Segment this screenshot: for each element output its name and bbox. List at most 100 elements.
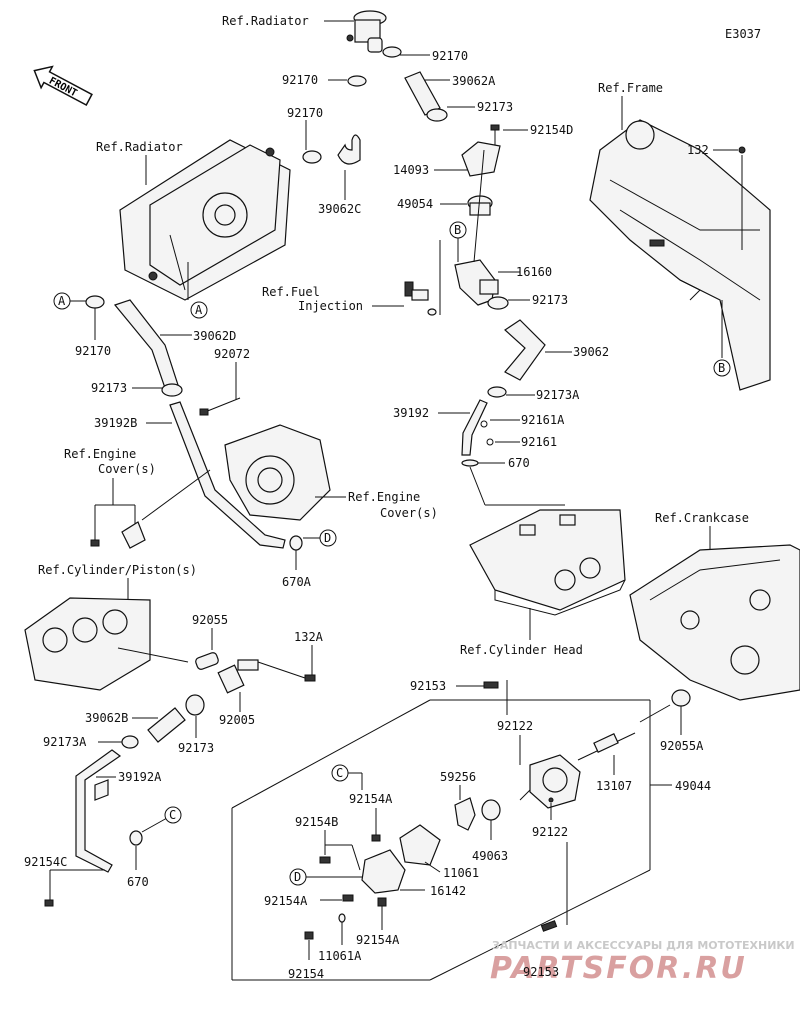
gasket-92055 — [195, 652, 219, 670]
bolt-92153-a — [483, 681, 499, 689]
label-92173-a: 92173 — [477, 100, 513, 114]
label-132: 132 — [687, 143, 709, 157]
connector-c-hose — [164, 806, 182, 824]
label-670A: 670A — [282, 575, 312, 589]
label-92154A-a: 92154A — [349, 792, 393, 806]
gasket-11061 — [399, 824, 441, 866]
water-pump-body — [529, 754, 581, 809]
shaft-13107 — [577, 732, 636, 761]
label-670: 670 — [508, 456, 530, 470]
clamp-92170-b — [347, 75, 367, 87]
crankcase — [629, 544, 800, 701]
ref-cylinder-head: Ref.Cylinder Head — [460, 643, 583, 657]
ref-engine-cover-left-1: Ref.Engine — [64, 447, 136, 461]
pump-cover-16142 — [361, 849, 406, 894]
ref-fuel-injection-2: Injection — [298, 299, 363, 313]
label-92170-b: 92170 — [282, 73, 318, 87]
washer-92161A — [480, 420, 488, 428]
clamp-92173A-b — [121, 735, 139, 749]
label-670-b: 670 — [127, 875, 149, 889]
ref-engine-cover-right-2: Cover(s) — [380, 506, 438, 520]
ref-fuel-injection-1: Ref.Fuel — [262, 285, 320, 299]
bolt-92154B — [319, 856, 331, 864]
hose-39062 — [504, 319, 546, 381]
label-92173-b: 92173 — [532, 293, 568, 307]
label-92170-a: 92170 — [432, 49, 468, 63]
label-59256: 59256 — [440, 770, 476, 784]
label-92072: 92072 — [214, 347, 250, 361]
label-11061: 11061 — [443, 866, 479, 880]
hose-39062B — [147, 707, 186, 743]
seal-49063 — [481, 799, 501, 821]
label-92173-d: 92173 — [178, 741, 214, 755]
watermark-brand: PARTSFOR.RU — [490, 951, 747, 986]
label-132A: 132A — [294, 630, 324, 644]
oring-670-b — [129, 830, 143, 846]
watermark-tagline: ЗАПЧАСТИ И АКСЕССУАРЫ ДЛЯ МОТОТЕХНИКИ — [492, 939, 795, 952]
label-39062: 39062 — [573, 345, 609, 359]
ref-cylinder-piston: Ref.Cylinder/Piston(s) — [38, 563, 197, 577]
connector-b-frame-label: B — [718, 361, 725, 375]
oring-11061A — [338, 913, 346, 923]
bolt-92154A-a — [371, 834, 381, 842]
pipe-39192B — [169, 401, 286, 549]
connector-a-radiator — [190, 301, 208, 319]
label-39062C: 39062C — [318, 202, 361, 216]
connector-a-hose-label: A — [58, 294, 66, 308]
thermostat-cover-14093 — [461, 141, 501, 177]
ref-radiator: Ref.Radiator — [96, 140, 183, 154]
label-11061A: 11061A — [318, 949, 362, 963]
cylinder-head — [469, 509, 626, 616]
front-arrow-icon: FRONT — [33, 65, 93, 107]
sensor-fuel-injection — [404, 281, 437, 316]
pipe-39192A — [75, 749, 122, 873]
pipe-39192 — [461, 399, 488, 456]
label-92005: 92005 — [219, 713, 255, 727]
label-92170-d: 92170 — [75, 344, 111, 358]
label-16142: 16142 — [430, 884, 466, 898]
cylinder-block — [24, 597, 151, 691]
fitting-92005 — [217, 659, 259, 694]
label-92055: 92055 — [192, 613, 228, 627]
label-92154D: 92154D — [530, 123, 573, 137]
label-92055A: 92055A — [660, 739, 704, 753]
clamp-92170-top — [382, 46, 402, 58]
bolt-92154A-c — [377, 897, 387, 907]
bolt-engine-cover — [90, 539, 100, 547]
clamp-92170-d — [85, 295, 105, 309]
clamp-92173-b — [487, 296, 509, 310]
clamp-92170-c — [302, 150, 322, 164]
clamp-92173-a — [426, 108, 448, 122]
label-92153-a: 92153 — [410, 679, 446, 693]
connector-d-cover — [319, 529, 337, 547]
clamp-92173-d — [185, 694, 205, 716]
label-39192: 39192 — [393, 406, 429, 420]
impeller-59256 — [454, 797, 476, 831]
label-92154B: 92154B — [295, 815, 338, 829]
hose-39062A — [404, 71, 441, 116]
bolt-92153-b — [540, 920, 558, 932]
connector-b-fitting-label: B — [454, 223, 461, 237]
label-92154A-b: 92154A — [264, 894, 308, 908]
label-92161: 92161 — [521, 435, 557, 449]
radiator — [119, 139, 291, 301]
connector-c-hose-label: C — [169, 808, 176, 822]
washer-92161 — [486, 438, 494, 446]
label-49044: 49044 — [675, 779, 711, 793]
label-92173A: 92173A — [536, 388, 580, 402]
label-92122-a: 92122 — [497, 719, 533, 733]
label-92154: 92154 — [288, 967, 324, 981]
label-92173-c: 92173 — [91, 381, 127, 395]
label-39062B: 39062B — [85, 711, 128, 725]
connector-b-frame — [713, 359, 731, 377]
label-92153-b: 92153 — [523, 965, 559, 979]
ref-engine-cover-left-2: Cover(s) — [98, 462, 156, 476]
label-39062A: 39062A — [452, 74, 496, 88]
clamp-92173-c — [161, 383, 183, 397]
connector-a-radiator-label: A — [195, 303, 203, 317]
label-92173A-b: 92173A — [43, 735, 87, 749]
bolt-92154C — [44, 899, 54, 907]
frame — [589, 119, 771, 391]
diagram-code: E3037 — [725, 27, 761, 41]
